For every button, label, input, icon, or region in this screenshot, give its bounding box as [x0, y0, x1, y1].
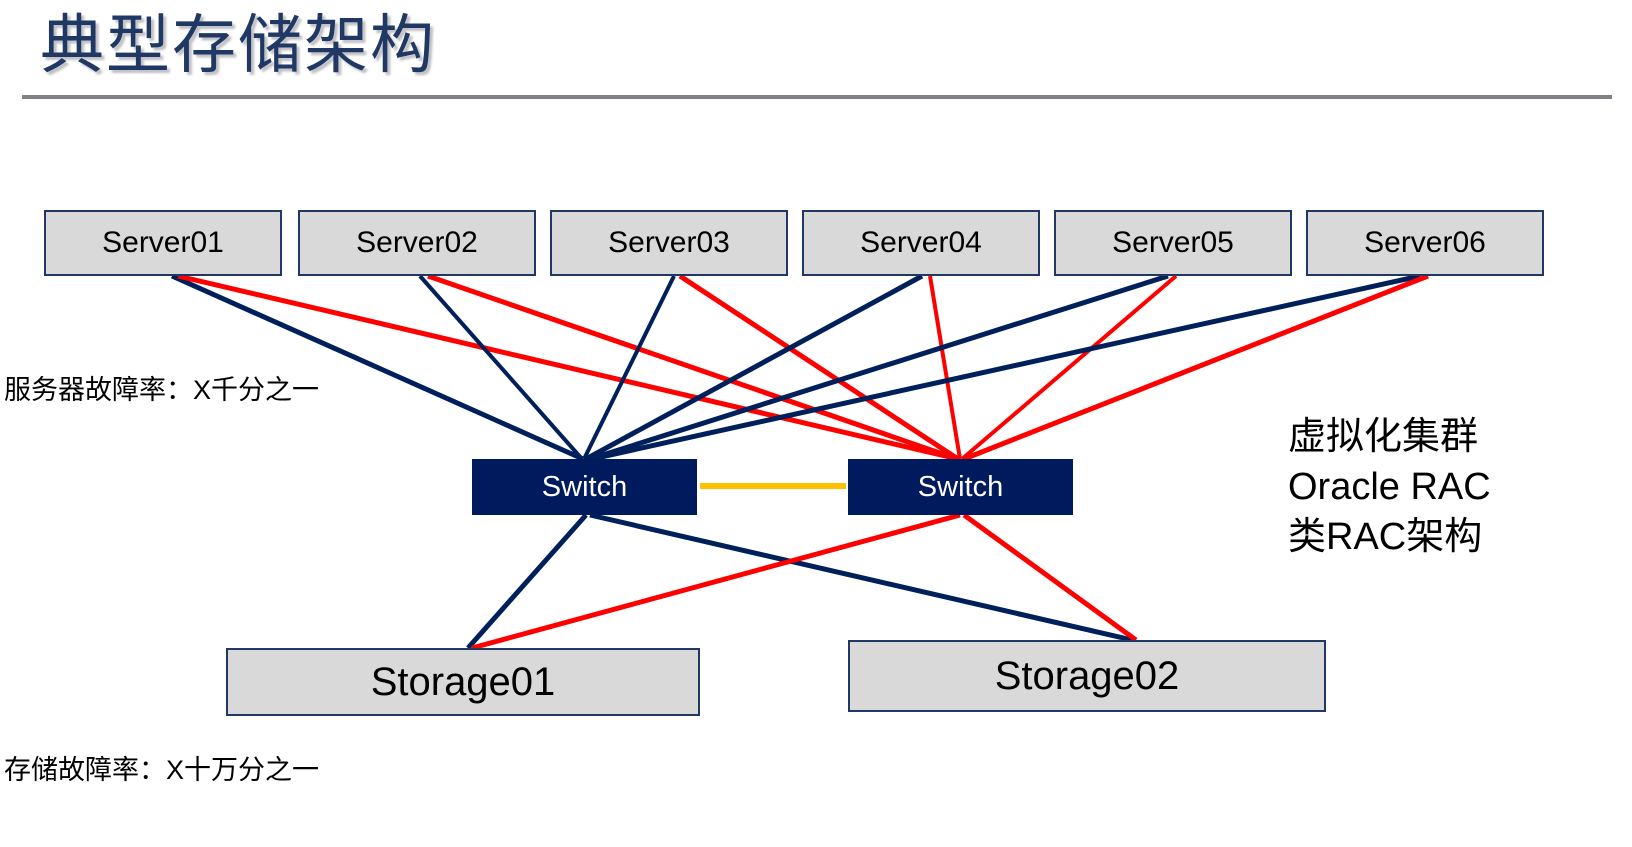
server-node-3[interactable]: Server03 [550, 210, 788, 276]
page-title: 典型存储架构 [40, 9, 436, 81]
link-switch-left-to-storage02 [589, 512, 1133, 643]
link-server03-to-switch-left [582, 275, 676, 460]
server-node-2[interactable]: Server02 [298, 210, 536, 276]
link-server02-to-switch-right [427, 273, 958, 462]
link-switch-right-to-storage01 [471, 512, 961, 651]
server-failure-rate-label: 服务器故障率：X千分之一 [4, 375, 320, 405]
server-node-4-label: Server04 [860, 226, 982, 259]
title-divider [22, 95, 1612, 99]
switch-right-node-label: Switch [917, 470, 1004, 503]
storage-node-2[interactable]: Storage02 [848, 640, 1326, 712]
switch-right-node[interactable]: Switch [848, 459, 1073, 515]
server-node-6[interactable]: Server06 [1306, 210, 1544, 276]
server-switch-links [170, 273, 1429, 462]
storage-node-1-label: Storage01 [370, 659, 556, 704]
link-server02-to-switch-left [418, 274, 584, 461]
server-node-1[interactable]: Server01 [44, 210, 282, 276]
server-node-4[interactable]: Server04 [802, 210, 1040, 276]
link-switch-left-to-storage01 [466, 513, 588, 650]
server-node-5-label: Server05 [1112, 226, 1234, 259]
link-server04-to-switch-left [584, 273, 924, 462]
server-node-6-label: Server06 [1364, 226, 1486, 259]
server-node-1-label: Server01 [102, 226, 224, 259]
storage-node-2-label: Storage02 [994, 653, 1180, 698]
storage-node-1[interactable]: Storage01 [226, 648, 700, 716]
link-switch-right-to-storage02 [962, 512, 1138, 643]
link-server03-to-switch-right [678, 273, 960, 462]
storage-failure-rate-label: 存储故障率：X十万分之一 [4, 755, 320, 785]
switch-left-node-label: Switch [541, 470, 628, 503]
server-node-3-label: Server03 [608, 226, 730, 259]
switch-storage-links [466, 512, 1138, 651]
cluster-architecture-note: 虚拟化集群 Oracle RAC 类RAC架构 [1288, 416, 1491, 558]
server-node-5[interactable]: Server05 [1054, 210, 1292, 276]
link-server04-to-switch-right [928, 275, 962, 460]
link-server05-to-switch-left [589, 273, 1169, 462]
link-server05-to-switch-right [960, 274, 1178, 461]
switch-left-node[interactable]: Switch [472, 459, 697, 515]
server-node-2-label: Server02 [356, 226, 478, 259]
